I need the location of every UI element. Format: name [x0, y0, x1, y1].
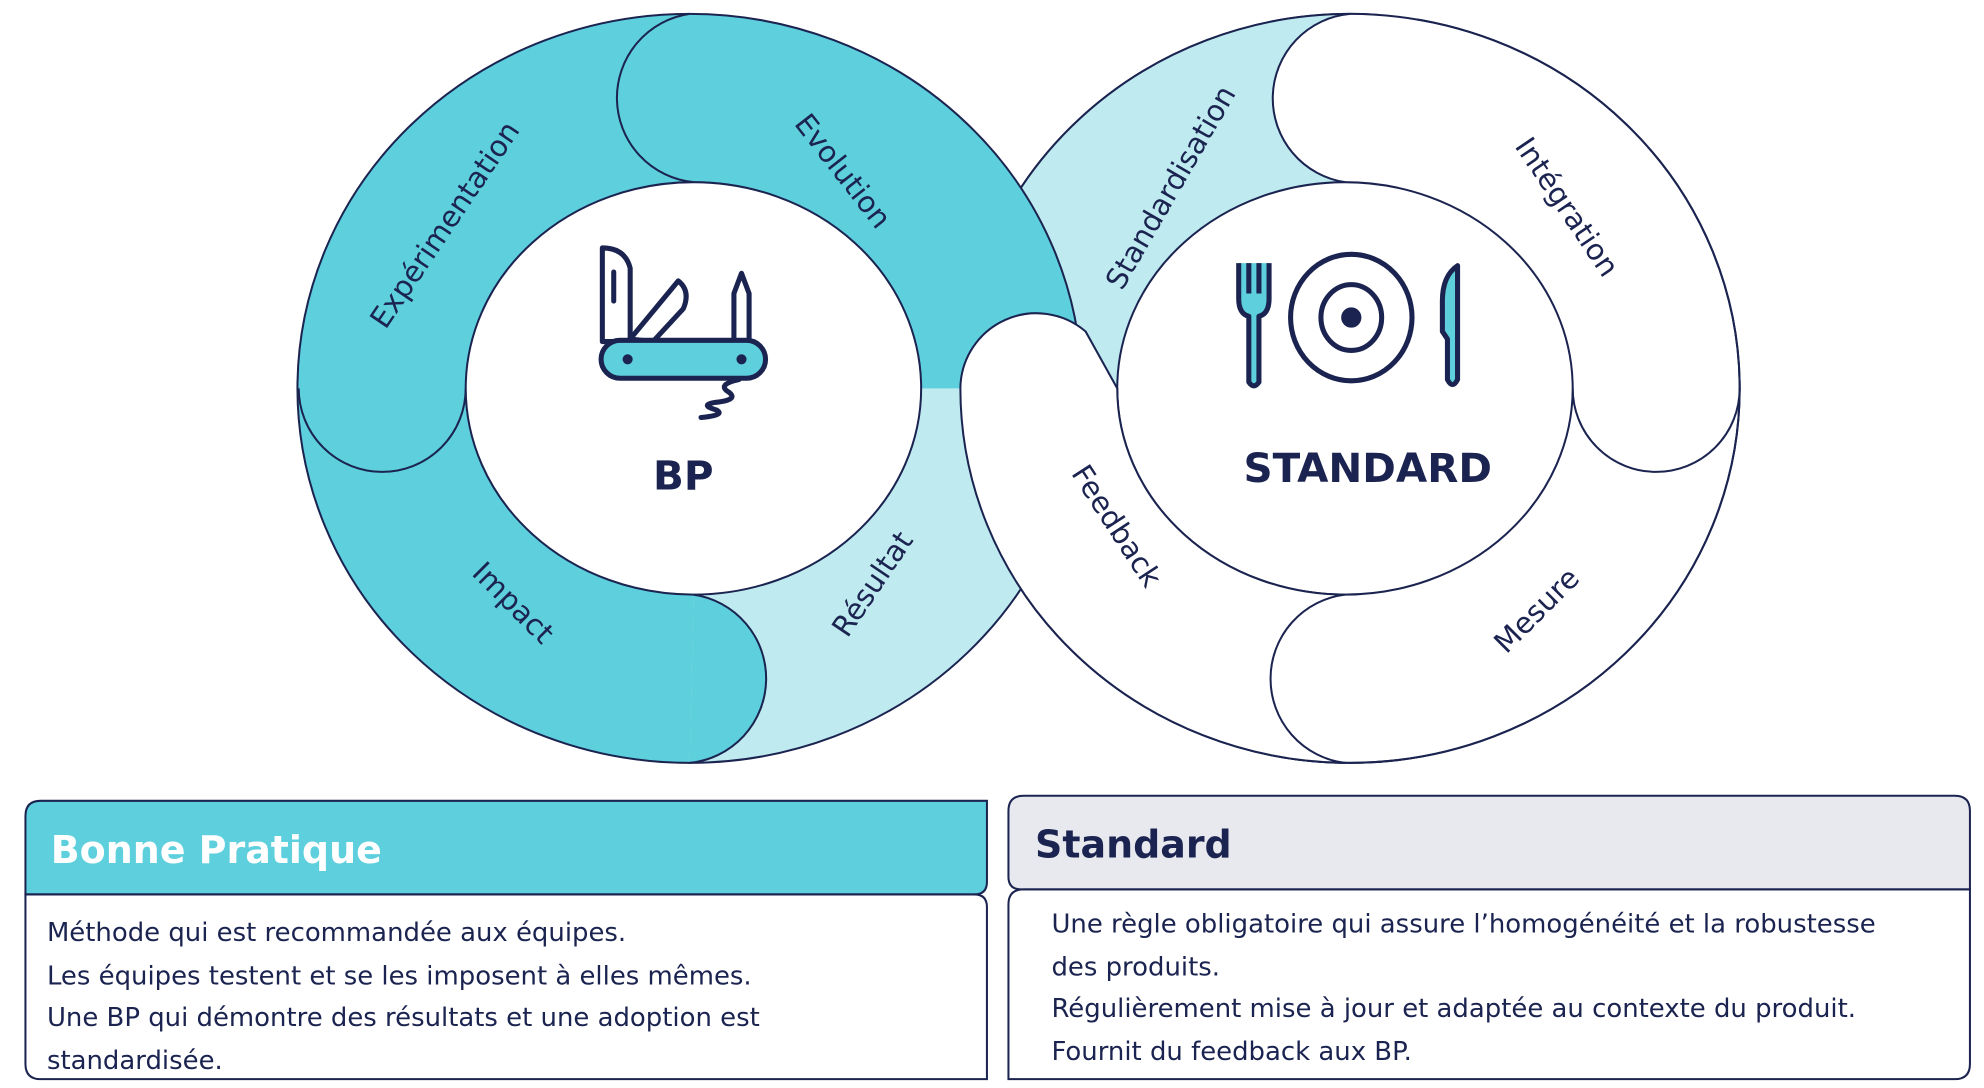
segment-feedback — [959, 312, 1346, 764]
standard-card: Standard Une règle obligatoire qui assur… — [1007, 794, 1971, 1081]
standard-card-line: des produits. — [1051, 952, 1220, 982]
standard-card-header — [1007, 794, 1971, 891]
bp-card-line: standardisée. — [47, 1046, 223, 1076]
standard-card-line: Régulièrement mise à jour et adaptée au … — [1051, 994, 1856, 1024]
bp-card: Bonne Pratique Méthode qui est recommand… — [24, 799, 988, 1081]
bp-card-line: Une BP qui démontre des résultats et une… — [47, 1003, 760, 1033]
standard-title: STANDARD — [1244, 444, 1492, 492]
standard-card-title: Standard — [1035, 823, 1232, 867]
plate-fork-knife-icon — [1236, 251, 1461, 389]
bp-card-line: Méthode qui est recommandée aux équipes. — [47, 918, 626, 948]
standard-card-line: Une règle obligatoire qui assure l’homog… — [1051, 909, 1875, 939]
bp-title: BP — [653, 452, 714, 500]
bp-card-header — [24, 799, 988, 896]
standard-card-line: Fournit du feedback aux BP. — [1051, 1037, 1411, 1067]
bp-card-line: Les équipes testent et se les imposent à… — [47, 961, 752, 991]
bp-center — [464, 181, 923, 596]
bp-card-title: Bonne Pratique — [51, 828, 382, 872]
pocket-knife-icon — [598, 245, 769, 421]
standard-center — [1116, 181, 1574, 596]
